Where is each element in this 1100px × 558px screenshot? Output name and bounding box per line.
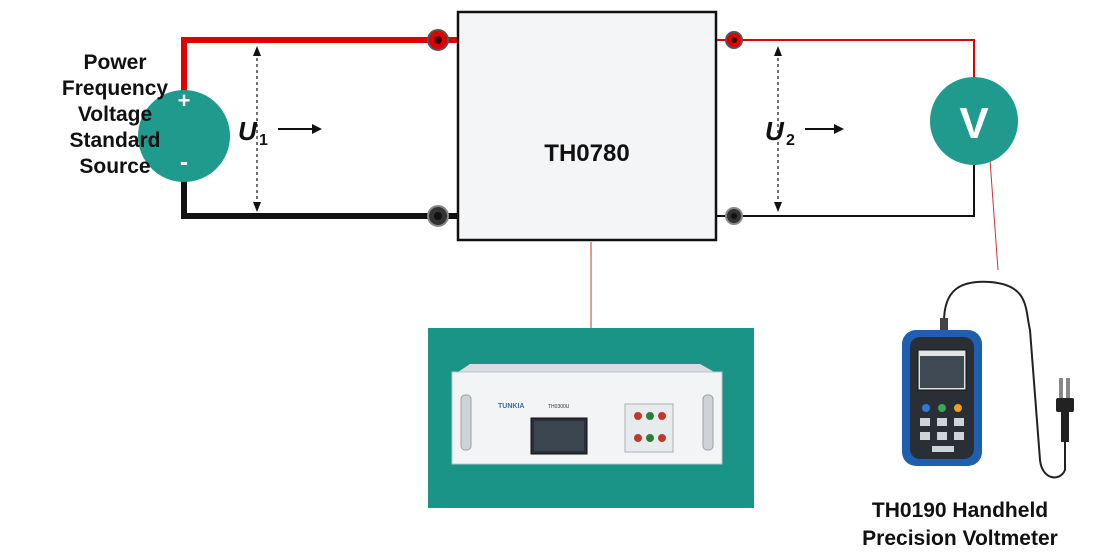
left-wires [181,37,458,219]
arrow-right-icon [805,124,844,134]
live-wire-right [716,39,975,95]
probe-clip-icon [1056,378,1074,442]
u2-measure: U 2 [765,46,844,212]
terminal-icon [427,29,449,51]
u1-sub: 1 [259,132,268,149]
source-label-line: Voltage [77,103,153,126]
source-label-line: Source [79,155,151,178]
source-label: Power Frequency Voltage Standard Source [40,50,190,180]
source-label-line: Frequency [61,77,169,100]
source-label-line: Standard [69,129,161,152]
rack-instrument-icon: TUNKIA TH0300U [428,328,754,508]
u1-measure: U 1 [238,46,322,212]
instrument-model: TH0300U [548,404,570,410]
voltmeter-label-line: TH0190 Handheld [871,499,1049,522]
voltmeter-icon: V [930,77,1018,165]
handheld-voltmeter-icon [902,280,1066,479]
meter-symbol: V [959,99,989,148]
terminal-icon [725,31,743,49]
ac-source-icon: + - [138,88,230,182]
neutral-wire-left [181,180,458,219]
u2-sub: 2 [786,132,795,149]
voltmeter-label-line: Precision Voltmeter [862,527,1058,550]
live-wire-left [181,37,458,92]
u1-letter: U [238,116,258,146]
source-label-line: Power [83,51,147,74]
instrument-brand: TUNKIA [498,403,524,410]
right-wires [716,39,975,217]
u2-letter: U [765,116,785,146]
neutral-wire-right [716,148,975,217]
device-name: TH0780 [544,140,630,167]
arrow-right-icon [278,124,322,134]
source-plus: + [178,88,191,113]
terminal-icon [427,205,449,227]
voltmeter-label: TH0190 Handheld Precision Voltmeter [830,497,1090,553]
th0780-box [456,10,718,242]
source-minus: - [180,149,188,176]
link-to-voltmeter [989,159,999,271]
terminal-icon [725,207,743,225]
